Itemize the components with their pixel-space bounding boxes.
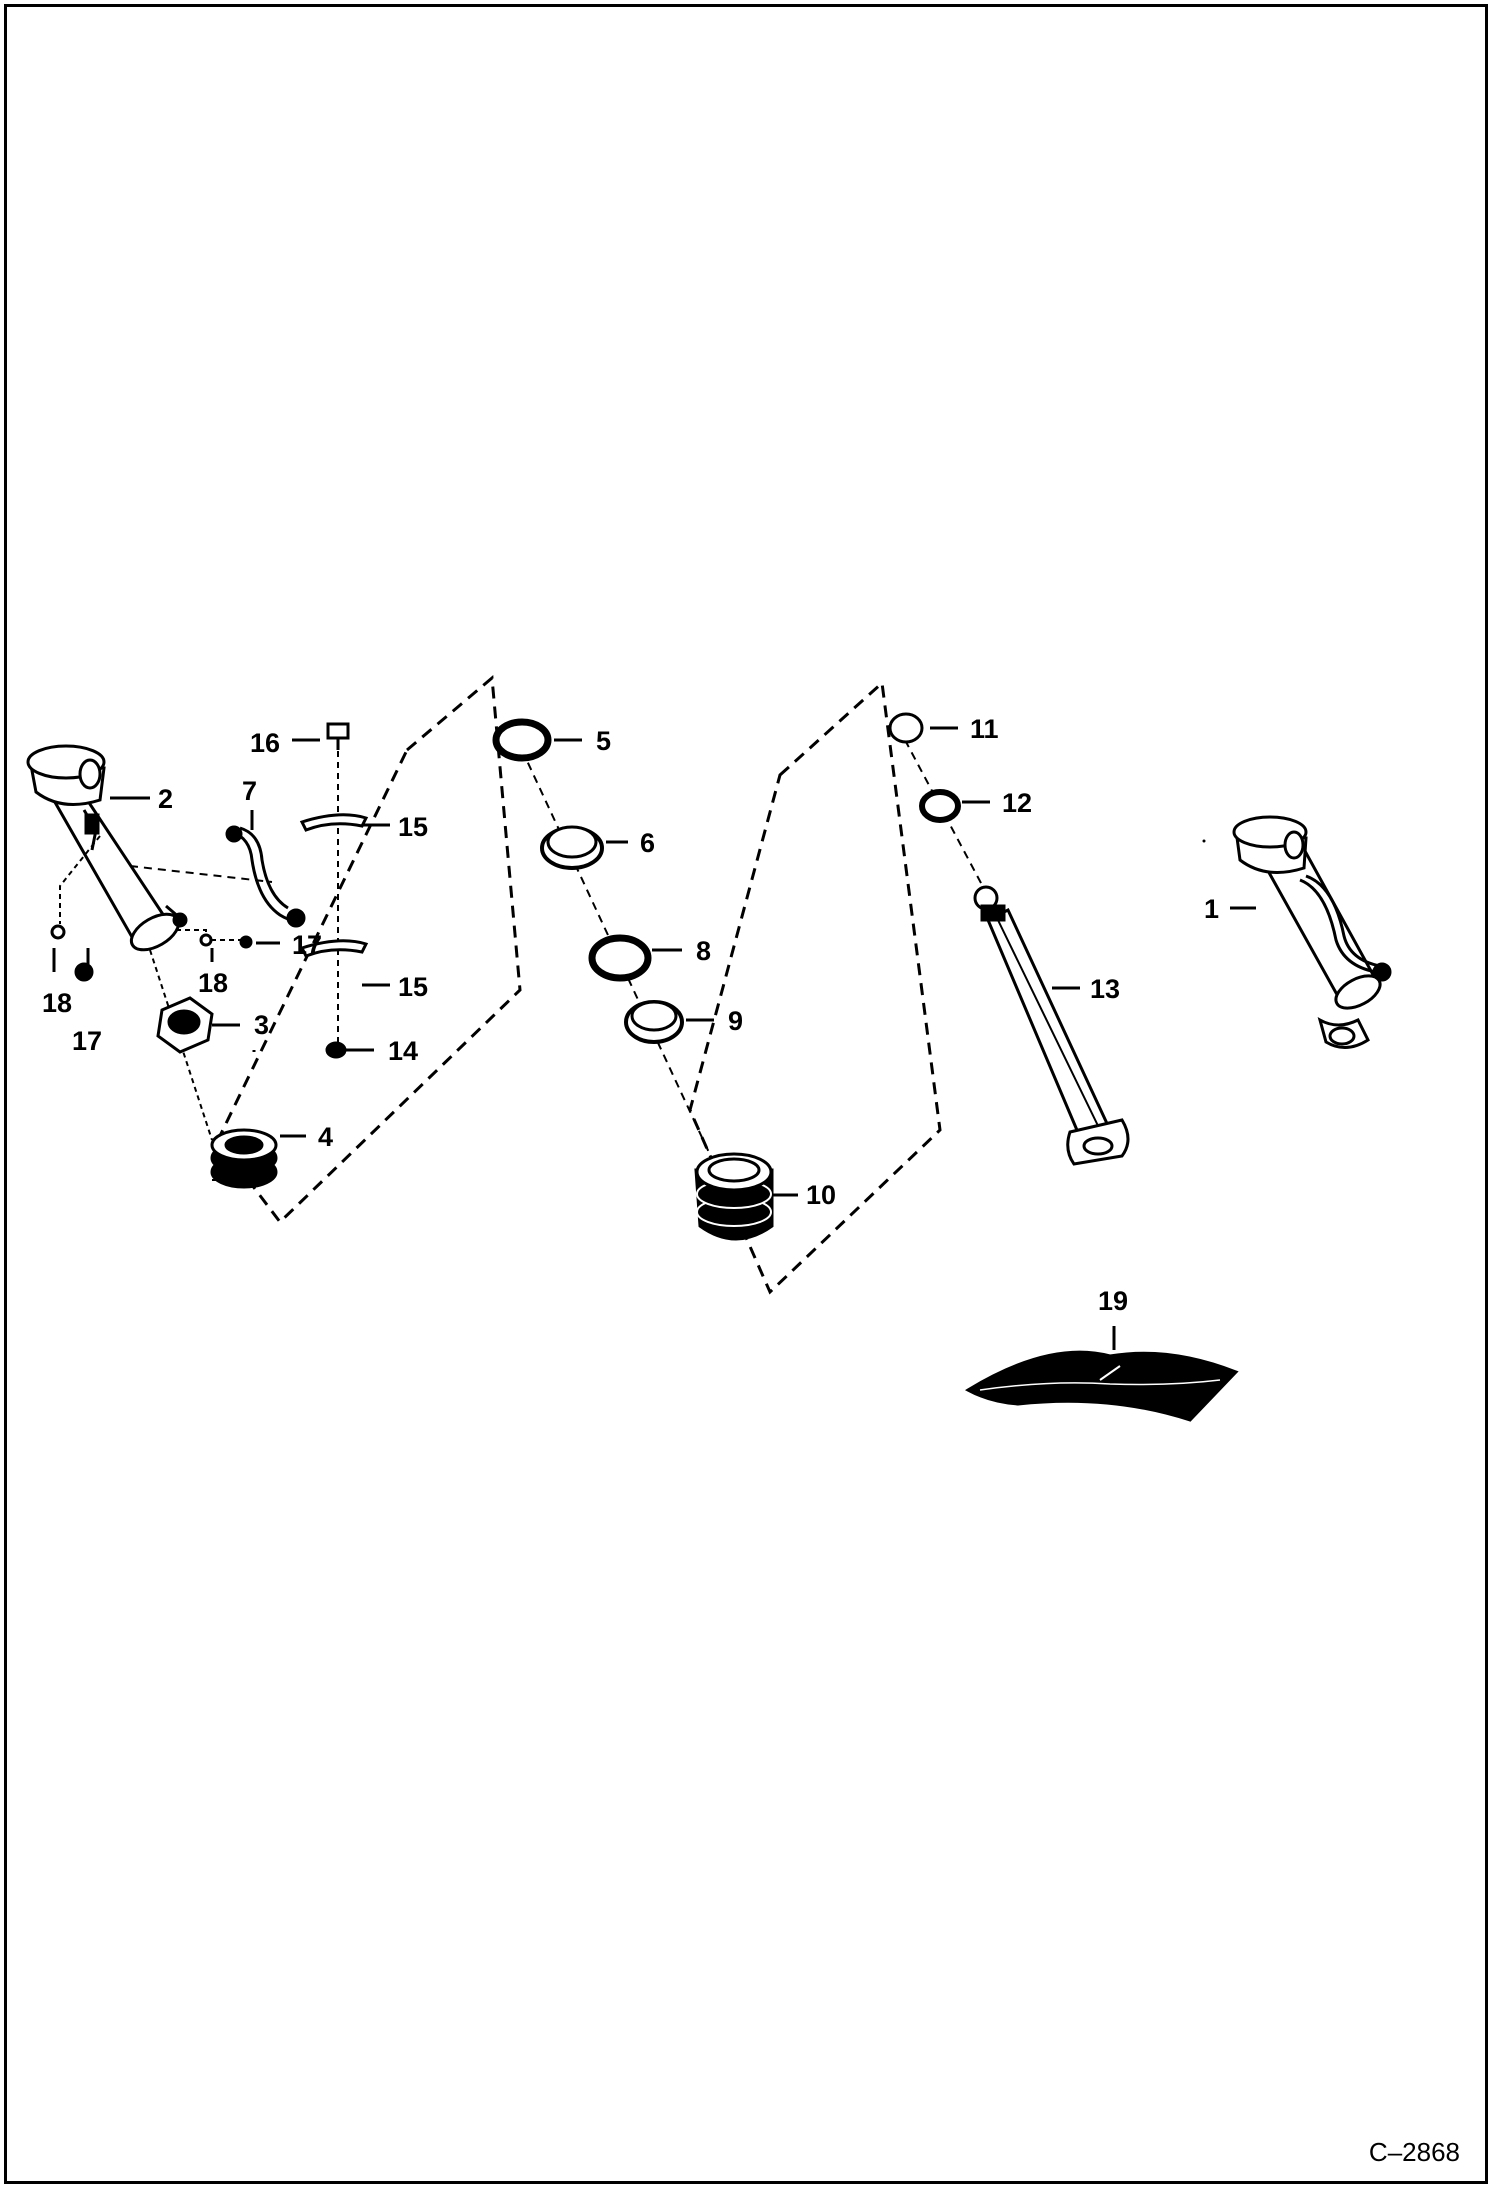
oring-part-8 [588,934,652,982]
fitting-part-18-left [50,924,66,940]
callout-13: 13 [1090,974,1120,1004]
bolt-part-16 [326,722,350,750]
callout-3: 3 [254,1010,269,1040]
callout-labels: 1 2 3 4 5 6 7 8 9 10 11 12 13 14 15 15 1… [42,714,1219,1316]
callout-11: 11 [970,714,999,744]
leader-lines [52,726,1256,1350]
wear-ring-part-6 [540,825,604,870]
nut-part-3 [156,996,214,1054]
pipe-part-7 [225,825,306,928]
seal-part-12 [919,789,961,823]
rod-part-13 [973,885,1130,1166]
nut-part-14 [325,1041,347,1059]
callout-12: 12 [1002,788,1032,818]
callout-8: 8 [696,936,711,966]
backup-ring-part-9 [624,1000,684,1044]
callout-18-left: 18 [42,988,72,1018]
figure-code: C–2868 [1368,2137,1460,2167]
callout-2: 2 [158,784,173,814]
cylinder-assembly-part-1 [1232,815,1392,1049]
clamp-part-15-upper [299,813,369,832]
callout-17-right: 17 [292,930,322,960]
group-boundary-left [216,674,522,1225]
callout-14: 14 [388,1036,418,1066]
stray-mark [1202,839,1206,843]
fitting-part-17-left [74,962,94,982]
drawing-sheet [4,4,1488,2184]
callout-15-lower: 15 [398,972,428,1002]
fitting-part-17-right [239,935,253,949]
callout-17-left: 17 [72,1026,102,1056]
callout-9: 9 [728,1006,743,1036]
callout-19: 19 [1098,1286,1128,1316]
oring-part-11 [888,712,924,744]
callout-16: 16 [250,728,280,758]
callout-18-right: 18 [198,968,228,998]
seal-kit-part-19 [964,1350,1239,1422]
callout-5: 5 [596,726,611,756]
piston-part-10 [694,1152,774,1241]
callout-15-upper: 15 [398,812,428,842]
group-boundary-right [688,679,942,1295]
callout-10: 10 [806,1180,836,1210]
callout-1: 1 [1204,894,1219,924]
callout-7: 7 [242,776,257,806]
fitting-part-18-right [199,933,213,947]
callout-4: 4 [318,1122,333,1152]
gland-part-4 [210,1128,278,1189]
barrel-part-2 [26,744,188,952]
oring-part-5 [492,718,552,762]
callout-6: 6 [640,828,655,858]
clamp-part-15-lower [299,939,369,958]
